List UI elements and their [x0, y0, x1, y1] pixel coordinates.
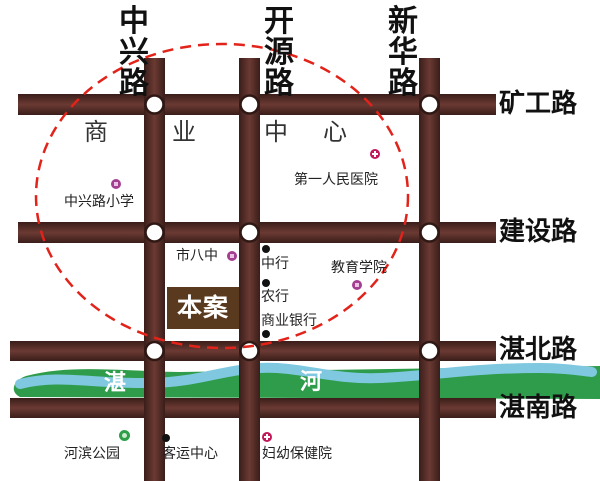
road-char: 路 [264, 66, 294, 101]
district-char: 商 [84, 118, 108, 146]
road-char: 路 [388, 66, 418, 101]
poi-zhongxing-school: 中兴路小学 [64, 194, 134, 210]
road-label-xinhua: 新 华 路 [386, 6, 420, 99]
district-char: 心 [323, 118, 347, 146]
river-char: 湛 [104, 371, 127, 396]
project-marker: 本案 [167, 287, 239, 329]
river-water [15, 362, 597, 389]
road-label-kuanggong: 矿工路 [499, 89, 578, 119]
poi-first-hospital: 第一人民医院 [294, 172, 378, 188]
node-xh-js [419, 222, 440, 243]
bank-icon [262, 330, 270, 338]
bus-icon [162, 434, 170, 442]
node-ky-js [239, 222, 260, 243]
road-char: 中 [119, 4, 149, 39]
road-xinhua [419, 58, 440, 481]
poi-shi-ba-zhong: 市八中 [176, 248, 218, 264]
school-icon [352, 280, 362, 290]
poi-commercial-bank: 商业银行 [261, 313, 317, 329]
school-icon [227, 251, 237, 261]
road-char: 开 [264, 4, 294, 39]
business-district-circle [34, 42, 410, 350]
road-label-zhanbei: 湛北路 [499, 335, 578, 365]
road-char: 源 [264, 35, 294, 70]
road-label-zhannan: 湛南路 [499, 393, 578, 423]
poi-maternal-hospital: 妇幼保健院 [262, 446, 332, 462]
hospital-icon [262, 432, 272, 442]
road-char: 新 [388, 4, 418, 39]
node-zx-zb [144, 340, 165, 362]
node-zx-kg [144, 94, 165, 115]
district-char: 中 [264, 118, 288, 146]
road-char: 路 [119, 66, 149, 101]
road-kaiyuan [239, 58, 260, 481]
node-zx-js [144, 222, 165, 243]
poi-abc: 农行 [261, 289, 289, 305]
bank-icon [262, 279, 270, 287]
river-char: 河 [300, 370, 323, 395]
node-ky-zb [239, 340, 260, 362]
road-label-zhongxing: 中 兴 路 [117, 6, 151, 99]
poi-boc: 中行 [261, 256, 289, 272]
bank-icon [262, 245, 270, 253]
poi-education-college: 教育学院 [331, 260, 387, 276]
district-char: 业 [172, 118, 196, 146]
road-zhongxing [144, 58, 165, 481]
school-icon [111, 179, 121, 189]
hospital-icon [370, 149, 380, 159]
intersection-nodes [144, 94, 440, 362]
road-label-jianshe: 建设路 [499, 217, 578, 247]
poi-bus-center: 客运中心 [162, 446, 218, 462]
road-label-kaiyuan: 开 源 路 [262, 6, 296, 99]
node-xh-kg [419, 94, 440, 115]
road-char: 华 [388, 35, 418, 70]
road-char: 兴 [119, 35, 149, 70]
poi-riverside-park: 河滨公园 [64, 446, 120, 462]
node-ky-kg [239, 94, 260, 115]
node-xh-zb [419, 340, 440, 362]
park-icon [119, 430, 130, 441]
